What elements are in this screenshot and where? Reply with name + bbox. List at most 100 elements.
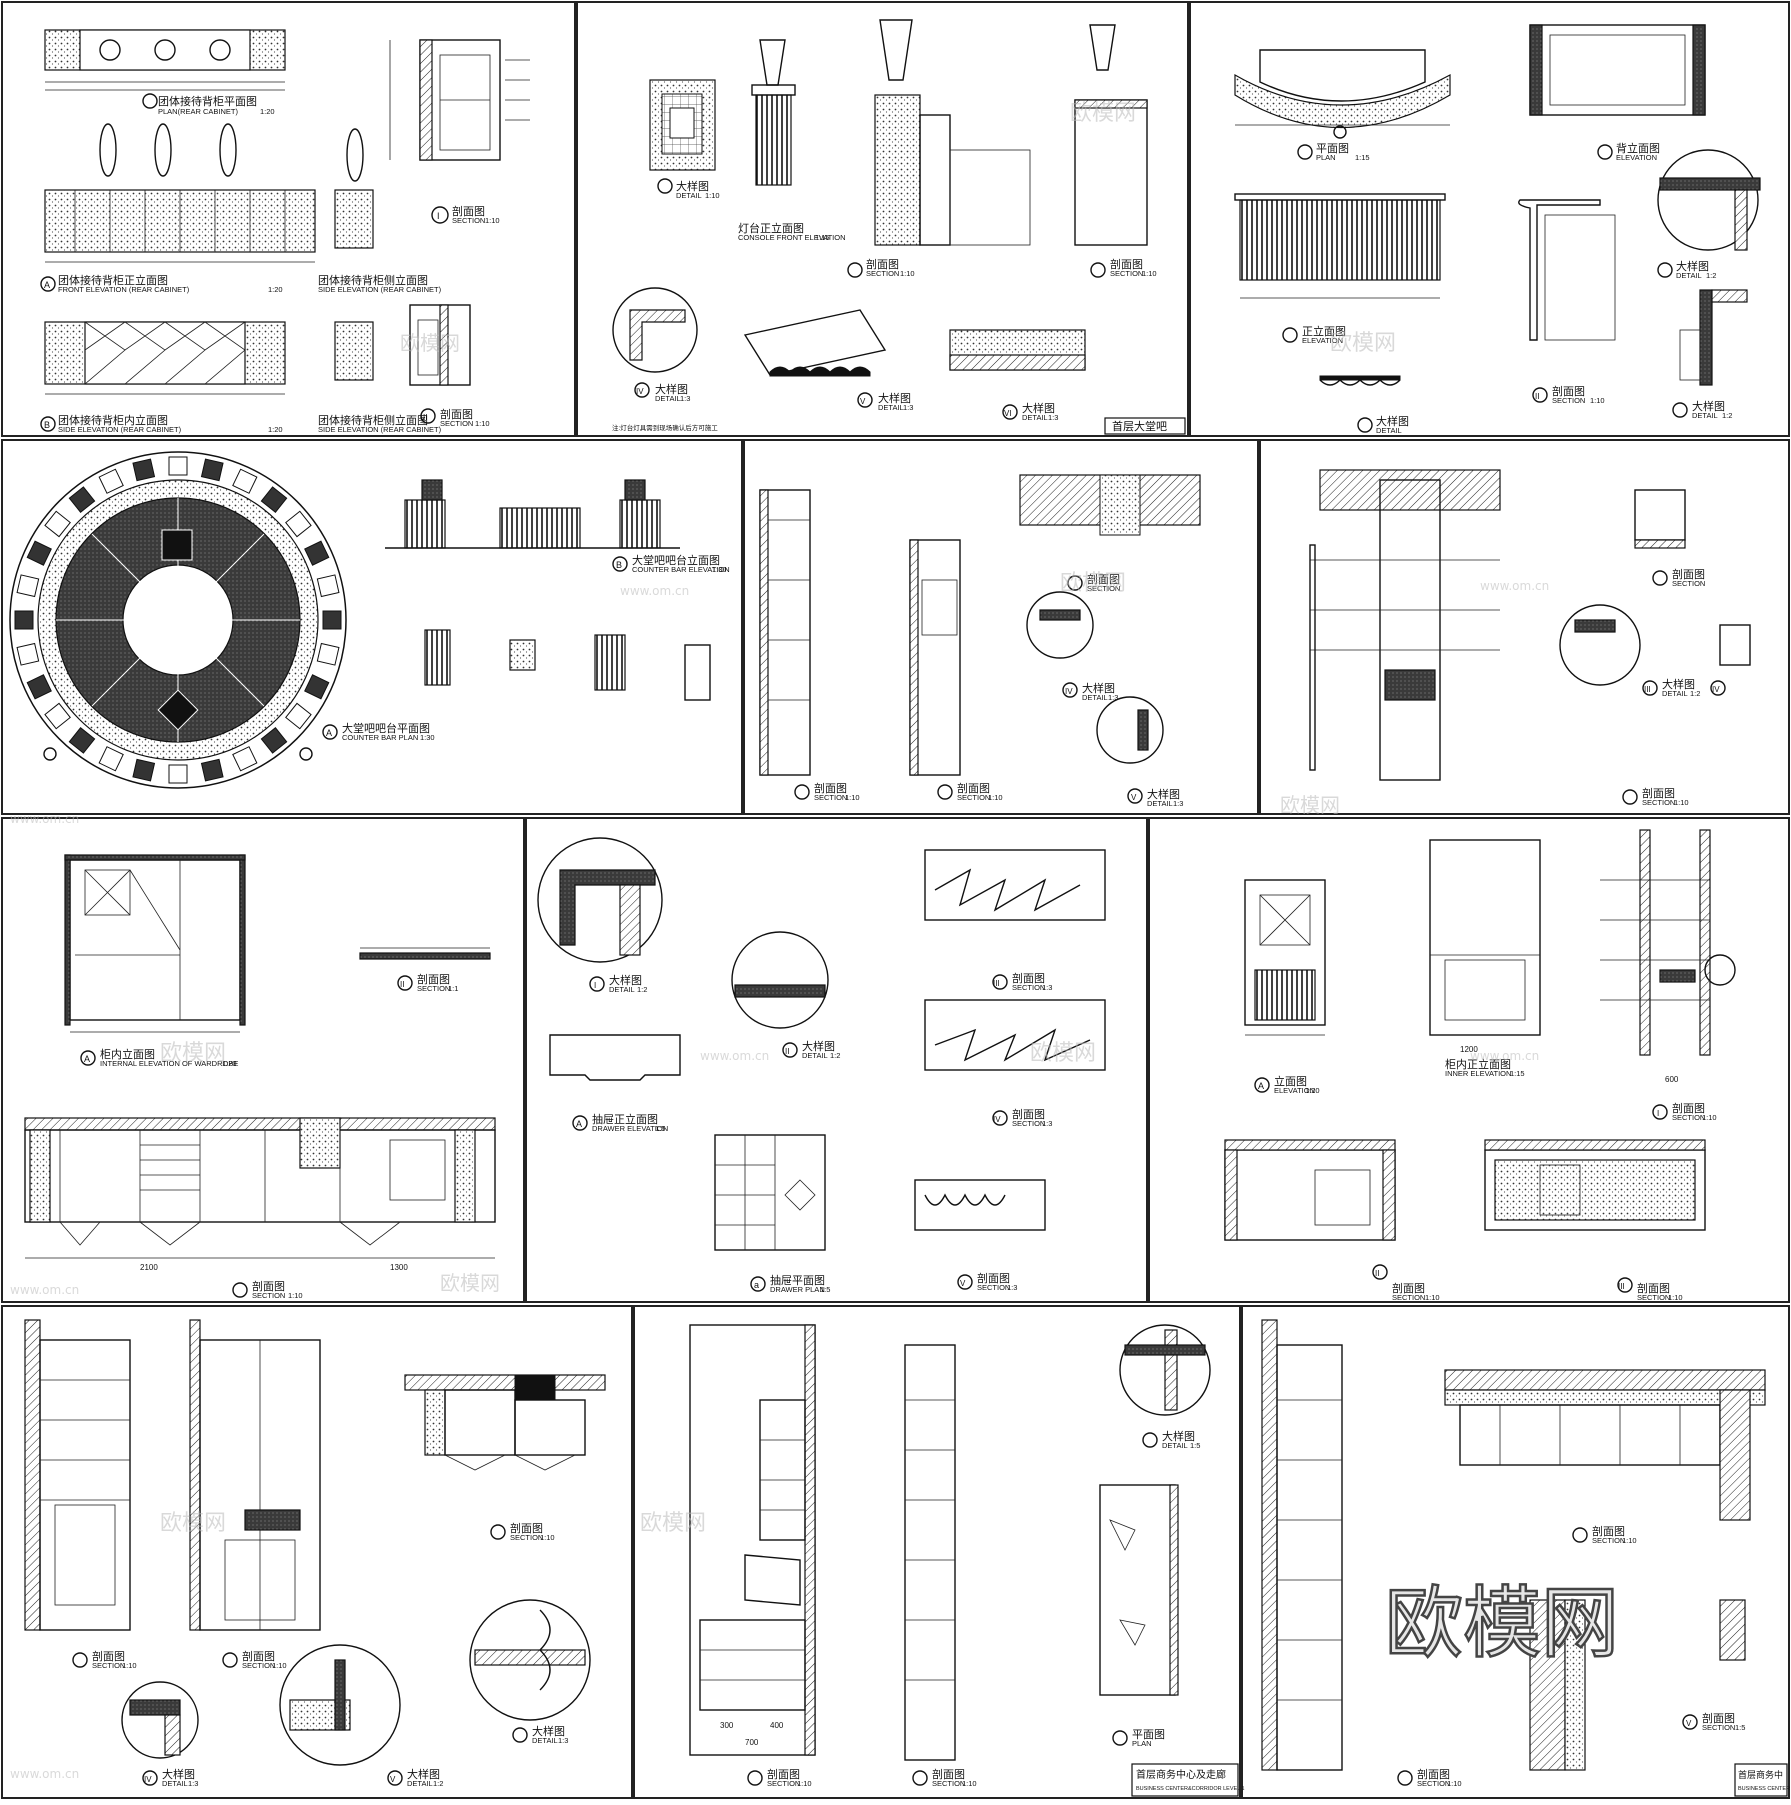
- svg-text:剖面图: 剖面图: [814, 781, 847, 795]
- sheet-7-frame: [1, 817, 525, 1303]
- ring-tile: [200, 458, 224, 482]
- svg-text:大堂吧吧台立面图: 大堂吧吧台立面图: [632, 553, 720, 567]
- svg-text:剖面图: 剖面图: [1672, 567, 1705, 581]
- svg-text:SIDE ELEVATION (REAR CABINET): SIDE ELEVATION (REAR CABINET): [58, 425, 182, 434]
- svg-text:剖面图: 剖面图: [1642, 786, 1675, 800]
- svg-text:1:10: 1:10: [485, 216, 500, 225]
- cabinet-section-left: [39, 1339, 131, 1631]
- svg-text:III: III: [993, 979, 1000, 988]
- svg-text:COUNTER BAR ELEVATION: COUNTER BAR ELEVATION: [632, 565, 730, 574]
- svg-text:1:2: 1:2: [433, 1779, 443, 1788]
- svg-text:III: III: [1618, 1282, 1625, 1291]
- svg-text:IV: IV: [144, 1775, 152, 1784]
- svg-text:ELEVATION: ELEVATION: [1302, 336, 1343, 345]
- ring-tile: [232, 468, 258, 494]
- svg-text:1:10: 1:10: [1142, 269, 1157, 278]
- svg-text:BUSINESS CENTER&CORRIDOR LEVEL: BUSINESS CENTER&CORRIDOR LEVEL 1: [1136, 1786, 1245, 1792]
- svg-text:大样图: 大样图: [1376, 414, 1409, 428]
- svg-text:剖面图: 剖面图: [1702, 1711, 1735, 1725]
- svg-text:www.om.cn: www.om.cn: [700, 1049, 769, 1063]
- svg-text:SIDE ELEVATION (REAR CABINET): SIDE ELEVATION (REAR CABINET): [318, 285, 442, 294]
- plan-title: 团体接待背柜平面图: [158, 94, 257, 108]
- svg-text:SIDE ELEVATION (REAR CABINET): SIDE ELEVATION (REAR CABINET): [318, 425, 442, 434]
- svg-text:1:3: 1:3: [1108, 693, 1118, 702]
- plan-subtitle: PLAN(REAR CABINET): [158, 107, 239, 116]
- svg-text:1:3: 1:3: [1173, 799, 1183, 808]
- ring-tile: [285, 702, 312, 730]
- svg-text:SECTION: SECTION: [957, 793, 990, 802]
- svg-text:SECTION: SECTION: [1672, 579, 1705, 588]
- svg-text:立面图: 立面图: [1274, 1074, 1307, 1088]
- ring-tile: [26, 540, 52, 566]
- svg-text:1:10: 1:10: [988, 793, 1003, 802]
- svg-text:SECTION: SECTION: [252, 1291, 285, 1300]
- svg-text:1:15: 1:15: [1510, 1069, 1525, 1078]
- svg-text:SECTION: SECTION: [767, 1779, 800, 1788]
- svg-text:1:10: 1:10: [540, 1533, 555, 1542]
- counter-bar-tiles: [14, 456, 342, 784]
- svg-text:注:灯台灯具需到现场确认后方可施工: 注:灯台灯具需到现场确认后方可施工: [612, 423, 718, 432]
- svg-text:DETAIL: DETAIL: [532, 1736, 558, 1745]
- svg-text:大样图: 大样图: [655, 382, 688, 396]
- svg-text:1:10: 1:10: [1622, 1536, 1637, 1545]
- svg-text:剖面图: 剖面图: [242, 1649, 275, 1663]
- svg-text:欧模网: 欧模网: [1060, 571, 1126, 596]
- svg-text:DETAIL: DETAIL: [655, 394, 681, 403]
- svg-text:II: II: [400, 980, 404, 989]
- svg-text:IV: IV: [636, 387, 644, 396]
- svg-text:大样图: 大样图: [676, 179, 709, 193]
- zigzag-section-iii: [924, 849, 1106, 921]
- ring-tile: [285, 510, 312, 538]
- svg-text:灯台正立面图: 灯台正立面图: [738, 221, 804, 235]
- svg-text:SECTION: SECTION: [242, 1661, 275, 1670]
- svg-text:FRONT ELEVATION (REAR CABINET): FRONT ELEVATION (REAR CABINET): [58, 285, 190, 294]
- svg-text:1:10: 1:10: [1590, 396, 1605, 405]
- sheet-5: 剖面图 SECTION 1:10 剖面图 SECTION 1:10 剖面图 SE…: [759, 474, 1201, 808]
- ring-tile: [44, 510, 71, 538]
- svg-text:1:10: 1:10: [1702, 1113, 1717, 1122]
- svg-text:剖面图: 剖面图: [1012, 971, 1045, 985]
- svg-text:1:3: 1:3: [1007, 1283, 1017, 1292]
- svg-text:700: 700: [745, 1738, 759, 1747]
- svg-text:1:3: 1:3: [903, 403, 913, 412]
- svg-text:剖面图: 剖面图: [510, 1521, 543, 1535]
- ring-tile: [132, 458, 156, 482]
- plan-scale: 1:20: [260, 107, 275, 116]
- svg-text:DETAIL: DETAIL: [1082, 693, 1108, 702]
- svg-text:1:3: 1:3: [1042, 983, 1052, 992]
- watermark-url: www.om.cn: [620, 584, 689, 598]
- svg-text:SECTION: SECTION: [866, 269, 899, 278]
- svg-text:www.om.cn: www.om.cn: [10, 1767, 79, 1781]
- svg-text:SECTION: SECTION: [1702, 1723, 1735, 1732]
- svg-text:剖面图: 剖面图: [1110, 257, 1143, 271]
- svg-text:DETAIL: DETAIL: [878, 403, 904, 412]
- sheet-12-frame: [1241, 1305, 1790, 1799]
- sheet-2: 大样图 DETAIL 1:10 灯台正立面图 CONSOLE FRONT ELE…: [612, 19, 1186, 435]
- svg-text:剖面图: 剖面图: [932, 1767, 965, 1781]
- watermarks: 欧模网 欧模网 欧模网 欧模网 欧模网 欧模网 欧模网 欧模网 欧模网 欧模网 …: [10, 101, 1620, 1781]
- svg-text:B: B: [44, 420, 50, 430]
- svg-text:剖面图: 剖面图: [1552, 384, 1585, 398]
- svg-text:抽屉平面图: 抽屉平面图: [770, 1273, 825, 1287]
- svg-text:剖面图: 剖面图: [440, 407, 473, 421]
- svg-text:I: I: [437, 211, 440, 221]
- svg-text:团体接待背柜侧立面图: 团体接待背柜侧立面图: [318, 273, 428, 287]
- svg-text:DETAIL: DETAIL: [1662, 689, 1688, 698]
- svg-text:SECTION: SECTION: [1417, 1779, 1450, 1788]
- svg-text:1:2: 1:2: [1690, 689, 1700, 698]
- svg-text:大样图: 大样图: [407, 1767, 440, 1781]
- svg-text:1:3: 1:3: [680, 394, 690, 403]
- svg-text:欧模网: 欧模网: [400, 331, 460, 355]
- sheet-1: 团体接待背柜平面图 PLAN(REAR CABINET) 1:20 A 团体接待…: [40, 29, 530, 434]
- svg-text:II: II: [1535, 392, 1539, 401]
- svg-text:SECTION: SECTION: [977, 1283, 1010, 1292]
- curved-counter-plan: [1234, 73, 1451, 129]
- svg-text:A: A: [326, 728, 332, 738]
- counter-bar-plan-title: 大堂吧吧台平面图: [342, 721, 430, 735]
- svg-text:大样图: 大样图: [1662, 677, 1695, 691]
- svg-text:V: V: [390, 1775, 396, 1784]
- svg-text:欧模网: 欧模网: [1280, 793, 1340, 817]
- svg-text:B: B: [616, 560, 622, 570]
